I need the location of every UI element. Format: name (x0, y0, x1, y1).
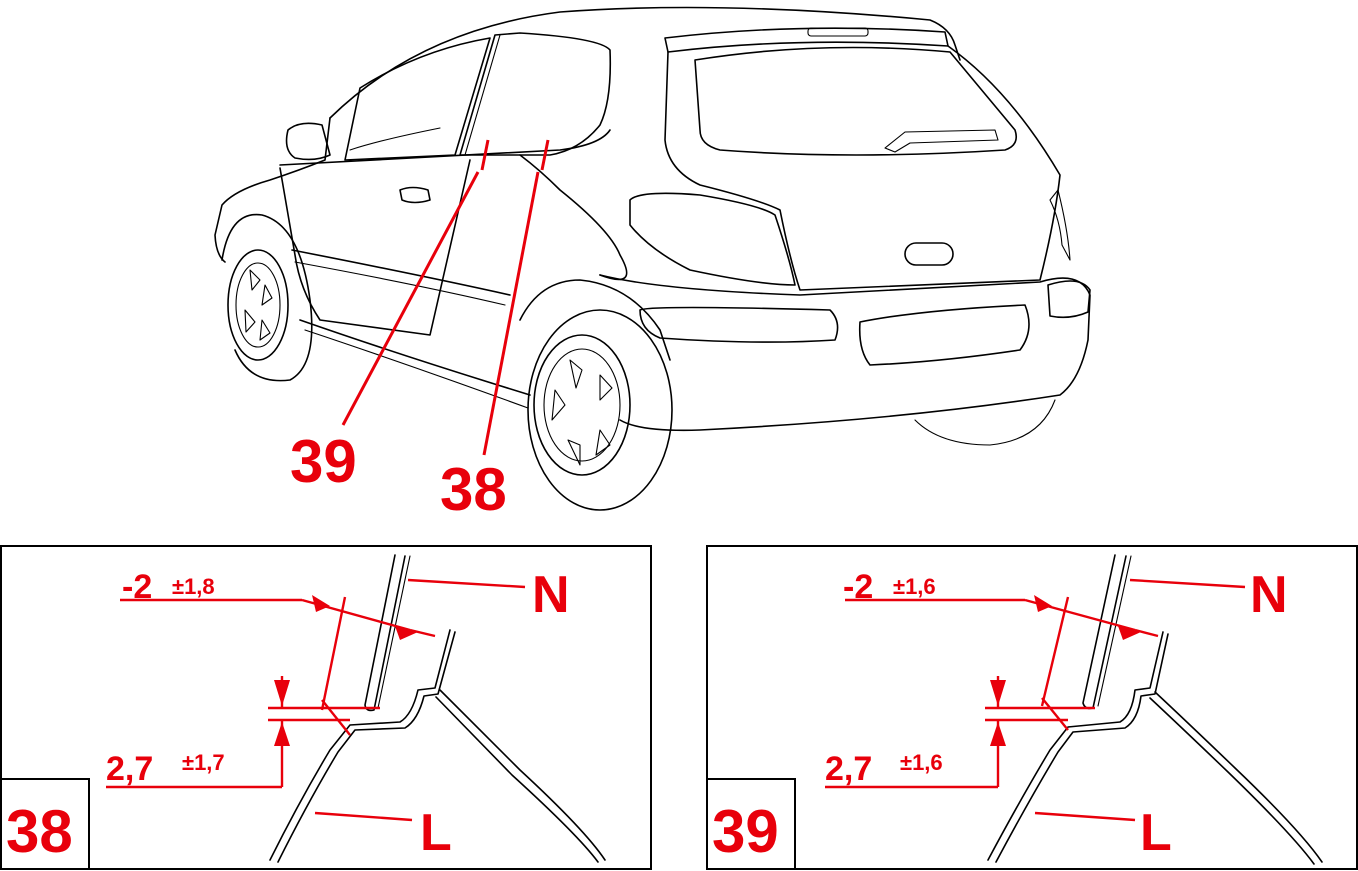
callout-tick-39 (480, 139, 490, 171)
panel-38-offset-value: -2 (122, 568, 152, 606)
car-hatch-handle (904, 242, 954, 266)
car-mirror (285, 122, 331, 161)
panel-39-glass (1082, 554, 1127, 710)
panel-39-offset-value: -2 (843, 568, 873, 606)
panel-39-gap-tol: ±1,6 (900, 750, 943, 775)
callout-tick-38 (540, 139, 550, 171)
car-callouts: 39 38 (290, 139, 550, 523)
panel-39-label-n: N (1250, 566, 1288, 624)
panel-38-glass (364, 554, 406, 712)
panel-38-number: 38 (6, 798, 73, 865)
panel-38-body-seal (269, 629, 451, 861)
panel-38-gap-value: 2,7 (106, 750, 153, 788)
panel-39-offset-tol: ±1,6 (893, 574, 936, 599)
car-label-39: 39 (290, 428, 357, 495)
panel-38-offset-tol: ±1,8 (172, 574, 215, 599)
callout-leader-39 (341, 171, 480, 426)
car-front-wheel (221, 213, 313, 382)
car-tail-light-left (629, 192, 796, 286)
panel-39-gap-value: 2,7 (825, 750, 872, 788)
car-rear-wheel (527, 309, 673, 511)
callout-leader-38 (482, 171, 540, 456)
car-rear-bumper (599, 274, 1091, 432)
panel-38-frame (0, 545, 652, 870)
car-label-38: 38 (440, 456, 507, 523)
car-rear-window (694, 46, 1018, 156)
panel-39-number-box (706, 778, 796, 870)
car-hatch (664, 45, 1061, 291)
panel-39-label-l: L (1140, 804, 1172, 862)
car-illustration (214, 6, 1091, 511)
detail-panel-39: 39 -2 ±1,6 2,7 ±1,6 N L (706, 545, 1358, 870)
detail-panel-38: 38 -2 ±1,8 2,7 ±1,7 N L (0, 545, 652, 870)
car-door-window (459, 32, 612, 156)
car-roof (329, 6, 961, 119)
panel-39-frame (706, 545, 1358, 870)
panel-38-gap-tol: ±1,7 (182, 750, 225, 775)
car-door (279, 159, 471, 336)
panel-38-label-l: L (420, 804, 452, 862)
panel-39-number: 39 (712, 798, 779, 865)
panel-38-label-n: N (532, 566, 570, 624)
panel-38-number-box (0, 778, 90, 870)
panel-39-body-seal (987, 631, 1164, 861)
